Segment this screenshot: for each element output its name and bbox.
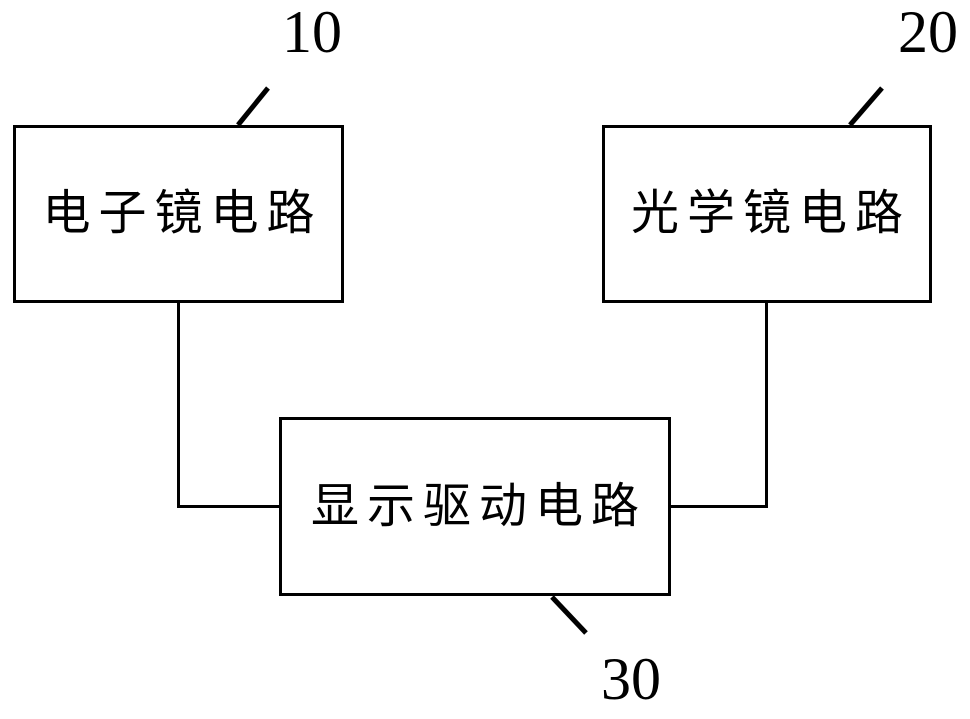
node-electronic-lens-circuit: 电子镜电路 <box>13 125 344 303</box>
ref-number-20: 20 <box>898 0 958 65</box>
connector-20-to-30-vertical <box>765 303 768 508</box>
ref-number-30: 30 <box>601 646 661 712</box>
node-electronic-lens-circuit-label: 电子镜电路 <box>42 187 323 240</box>
leader-line-30 <box>550 595 588 635</box>
node-optical-lens-circuit-label: 光学镜电路 <box>630 187 911 240</box>
connector-10-to-30-vertical <box>177 303 180 508</box>
ref-number-10: 10 <box>282 0 342 65</box>
node-optical-lens-circuit: 光学镜电路 <box>602 125 932 303</box>
leader-line-10 <box>236 86 270 127</box>
connector-20-to-30-horizontal <box>671 505 768 508</box>
node-display-driver-circuit-label: 显示驱动电路 <box>310 479 647 533</box>
connector-10-to-30-horizontal <box>177 505 279 508</box>
node-display-driver-circuit: 显示驱动电路 <box>279 417 671 596</box>
leader-line-20 <box>848 86 884 127</box>
